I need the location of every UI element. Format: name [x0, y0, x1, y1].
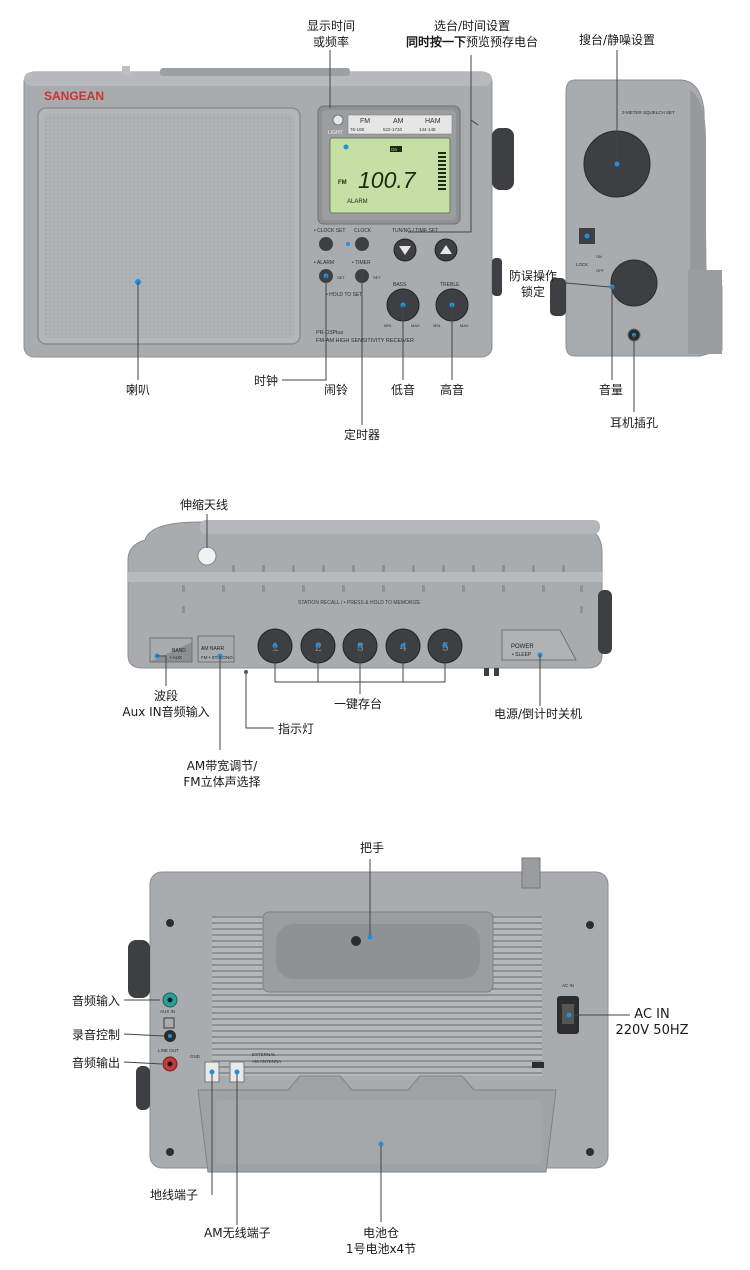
- indicator-led: [244, 670, 248, 674]
- svg-text:FM • ST/MONO: FM • ST/MONO: [201, 655, 233, 660]
- svg-text:MAX: MAX: [460, 323, 469, 328]
- label-treble: 高音: [440, 383, 465, 397]
- am-fm-button: [197, 635, 235, 663]
- back-view-diagram: AUX IN LINE OUT GND EXTERNAL AM ANTENNA …: [123, 857, 630, 1225]
- svg-text:AM NARR: AM NARR: [201, 646, 224, 652]
- svg-text:FM: FM: [360, 118, 370, 125]
- svg-text:PR-D3Plus: PR-D3Plus: [316, 330, 343, 336]
- clock-set-button: [319, 237, 333, 251]
- svg-text:• TIMER: • TIMER: [352, 260, 371, 266]
- svg-text:2-METER SQUELCH SET: 2-METER SQUELCH SET: [622, 110, 675, 115]
- svg-text:AM: AM: [393, 118, 404, 125]
- label-headphone: 耳机插孔: [610, 416, 659, 430]
- volume-knob: [610, 259, 658, 307]
- svg-text:BASS: BASS: [393, 282, 407, 288]
- label-bass: 低音: [391, 383, 416, 397]
- label-tuning-set: 选台/时间设置 同时按一下预览预存电台: [405, 19, 539, 49]
- front-view-diagram: SANGEAN LIGHT FM AM HAM 76-108 522-1710 …: [23, 50, 723, 425]
- svg-text:FM: FM: [338, 180, 347, 186]
- svg-text:BAND: BAND: [172, 648, 186, 654]
- svg-text:LIGHT: LIGHT: [328, 130, 343, 136]
- svg-text:522-1710: 522-1710: [383, 127, 403, 132]
- svg-text:144-148: 144-148: [419, 127, 436, 132]
- svg-text:TREBLE: TREBLE: [440, 282, 460, 288]
- label-speaker: 喇叭: [126, 383, 151, 397]
- light-button: [332, 114, 344, 126]
- label-ac-in: AC IN 220V 50HZ: [615, 1007, 689, 1038]
- label-display-time: 显示时间 或频率: [306, 19, 355, 49]
- label-lock: 防误操作 锁定: [508, 269, 557, 299]
- label-one-key: 一键存台: [334, 697, 383, 711]
- antenna-base: [521, 857, 541, 889]
- label-antenna: 伸缩天线: [180, 498, 229, 512]
- lcd-frequency: 100.7: [358, 167, 417, 193]
- svg-text:MIN: MIN: [433, 323, 440, 328]
- label-search-squelch: 搜台/静噪设置: [579, 33, 656, 47]
- label-battery: 电池仓 1号电池x4节: [345, 1226, 417, 1256]
- svg-text:LINE OUT: LINE OUT: [158, 1048, 179, 1053]
- svg-text:TUNING / TIME SET: TUNING / TIME SET: [392, 228, 438, 234]
- label-power-sleep: 电源/倒计时关机: [494, 707, 583, 721]
- svg-text:SET: SET: [337, 275, 345, 280]
- band-aux-button: [149, 637, 193, 663]
- svg-text:AM ANTENNA: AM ANTENNA: [252, 1059, 281, 1064]
- label-record-control: 录音控制: [72, 1028, 121, 1042]
- label-handle: 把手: [360, 841, 385, 855]
- label-ground: 地线端子: [150, 1188, 199, 1202]
- svg-text:EXTERNAL: EXTERNAL: [252, 1052, 276, 1057]
- svg-text:• ALARM: • ALARM: [314, 260, 334, 266]
- label-band: 波段 Aux IN音频输入: [122, 689, 210, 719]
- power-sleep-button: [501, 629, 577, 661]
- svg-text:• CLOCK SET: • CLOCK SET: [314, 228, 345, 234]
- label-clock: 时钟: [254, 374, 279, 388]
- brand-logo: SANGEAN: [44, 89, 104, 103]
- svg-text:MIN: MIN: [384, 323, 391, 328]
- label-volume: 音量: [599, 383, 624, 397]
- svg-text:AC IN: AC IN: [562, 983, 574, 988]
- label-am-fm: AM带宽调节/ FM立体声选择: [183, 759, 261, 789]
- svg-text:AUX IN: AUX IN: [160, 1009, 175, 1014]
- svg-text:• AUX: • AUX: [170, 655, 182, 660]
- top-view-diagram: STATION RECALL / • PRESS & HOLD TO MEMOR…: [127, 514, 612, 750]
- svg-text:FM-AM HIGH SENSITIVITY RECEIV: FM-AM HIGH SENSITIVITY RECEIVER: [316, 338, 414, 344]
- svg-text:ALARM: ALARM: [347, 199, 368, 205]
- label-audio-out: 音频输出: [72, 1056, 121, 1070]
- label-am-wireless: AM无线端子: [204, 1226, 271, 1240]
- svg-text:MAX: MAX: [411, 323, 420, 328]
- svg-text:HAM: HAM: [425, 118, 441, 125]
- label-audio-in: 音频输入: [72, 994, 121, 1008]
- svg-text:76-108: 76-108: [350, 127, 365, 132]
- svg-text:SET: SET: [373, 275, 381, 280]
- tuning-knob: [492, 128, 514, 190]
- svg-text:CLOCK: CLOCK: [354, 228, 372, 234]
- label-timer: 定时器: [344, 428, 381, 442]
- label-indicator: 指示灯: [278, 722, 315, 736]
- svg-text:GND: GND: [190, 1054, 201, 1059]
- svg-text:POWER: POWER: [511, 644, 534, 650]
- radio-top-body: [127, 521, 603, 669]
- svg-text:OFF: OFF: [596, 268, 605, 273]
- clock-button: [355, 237, 369, 251]
- svg-text:STATION RECALL / • PRESS & HOL: STATION RECALL / • PRESS & HOLD TO MEMOR…: [298, 600, 421, 606]
- lcd-screen: [329, 137, 451, 214]
- antenna-tip: [197, 546, 217, 566]
- svg-text:On: On: [391, 147, 398, 152]
- svg-text:ON: ON: [596, 254, 602, 259]
- svg-text:• HOLD TO SET: • HOLD TO SET: [326, 292, 362, 298]
- svg-text:LOCK: LOCK: [576, 262, 588, 267]
- label-alarm: 闹铃: [324, 383, 349, 397]
- svg-text:• SLEEP: • SLEEP: [512, 652, 532, 658]
